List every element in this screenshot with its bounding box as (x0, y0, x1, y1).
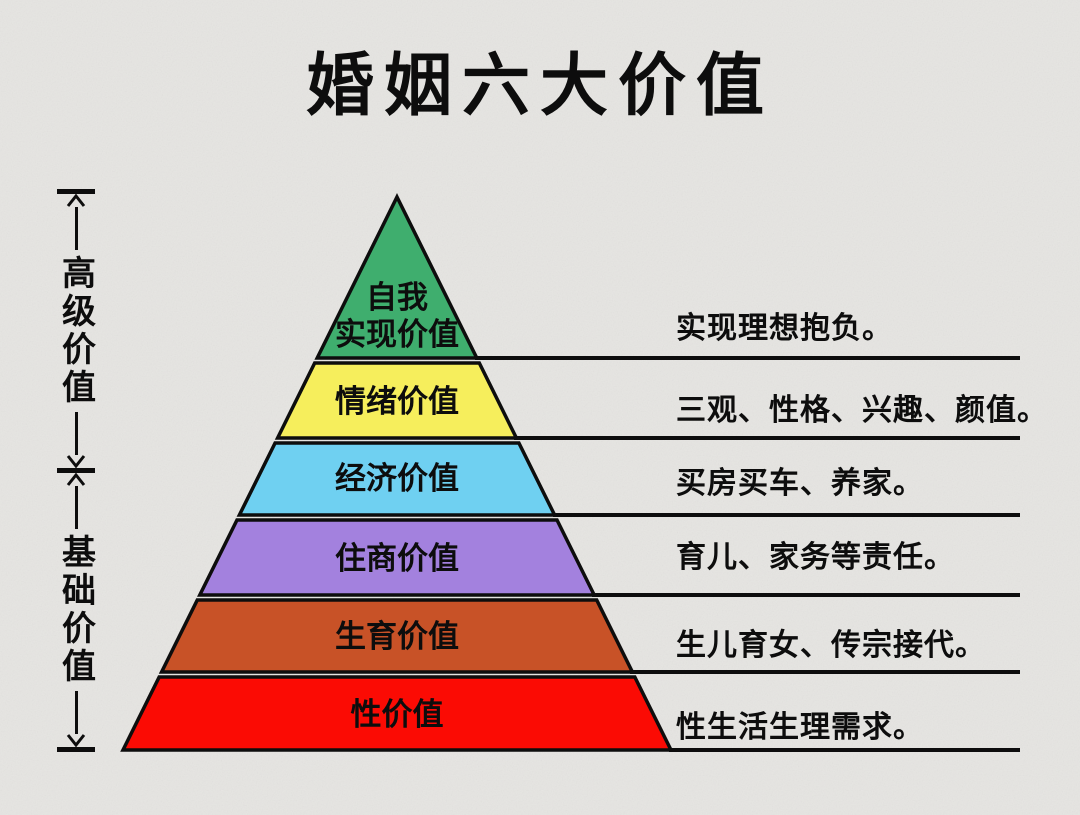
value-axis: 高级价值 基础价值 (53, 189, 99, 752)
level-1-description: 实现理想抱负。 (676, 312, 893, 345)
axis-bottom-cap (57, 747, 95, 752)
level-6-description: 性生活生理需求。 (676, 711, 924, 744)
axis-line (74, 486, 78, 529)
axis-lower-label: 基础价值 (56, 534, 95, 686)
level-6-label: 性价值 (350, 697, 444, 732)
axis-line (74, 691, 78, 734)
level-4-description: 育儿、家务等责任。 (676, 541, 955, 574)
arrow-up-icon (66, 473, 86, 486)
level-2-label: 情绪价值 (335, 384, 459, 419)
axis-top-cap (57, 189, 95, 194)
level-5-description: 生儿育女、传宗接代。 (676, 629, 986, 662)
level-4-label: 住商价值 (335, 541, 459, 576)
arrow-down-icon (66, 455, 86, 468)
arrow-up-icon (66, 194, 86, 207)
axis-line (74, 412, 78, 455)
arrow-down-icon (66, 734, 86, 747)
axis-middle-cap (57, 468, 95, 473)
level-3-label: 经济价值 (335, 461, 459, 496)
axis-line (74, 207, 78, 250)
level-2-description: 三观、性格、兴趣、颜值。 (676, 394, 1048, 427)
level-5-label: 生育价值 (335, 619, 459, 654)
level-3-description: 买房买车、养家。 (676, 467, 924, 500)
axis-upper-label: 高级价值 (56, 255, 95, 407)
pyramid-level-1-shape (314, 193, 480, 360)
page-title: 婚姻六大价值 (305, 48, 774, 124)
level-1-label: 自我 实现价值 (335, 280, 459, 353)
